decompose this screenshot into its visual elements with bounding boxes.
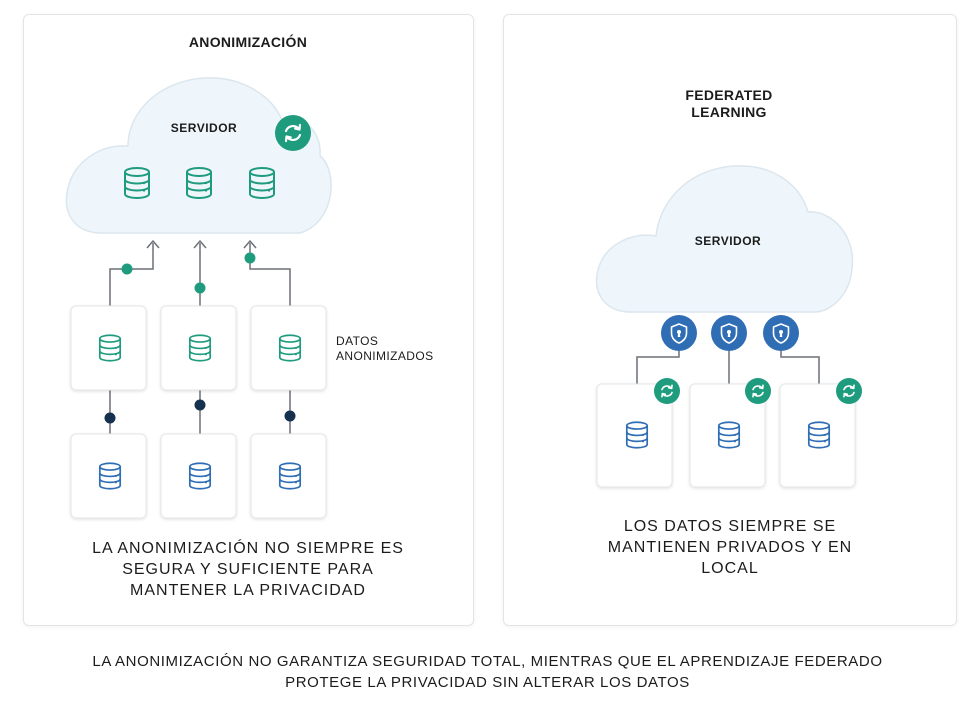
connector-dot — [104, 412, 116, 424]
right-caption-line2: MANTIENEN PRIVADOS Y EN — [607, 539, 853, 556]
right-title-line1: FEDERATED — [685, 87, 773, 103]
anonymize-connectors — [109, 390, 291, 434]
anonymized-data-box — [70, 305, 147, 391]
shield-lock-icon — [763, 315, 799, 351]
local-data-box — [779, 383, 856, 488]
sync-icon — [654, 378, 680, 404]
anonymized-data-box — [250, 305, 327, 391]
left-title: ANONIMIZACIÓN — [188, 34, 308, 50]
right-caption-line1: LOS DATOS SIEMPRE SE — [623, 518, 837, 535]
footer-line2: PROTEGE LA PRIVACIDAD SIN ALTERAR LOS DA… — [285, 674, 690, 691]
right-title-line2: LEARNING — [691, 104, 767, 120]
local-data-box — [596, 383, 673, 488]
anonymized-data-label: DATOS ANONIMIZADOS — [336, 334, 456, 364]
federated-connectors — [636, 351, 820, 384]
sync-icon — [275, 115, 311, 151]
shield-lock-icon — [711, 315, 747, 351]
connector-dot — [194, 282, 206, 294]
anonymized-data-label-line2: ANONIMIZADOS — [336, 349, 434, 363]
raw-data-box — [70, 433, 147, 519]
server-cloud — [595, 165, 854, 313]
right-caption-line3: LOCAL — [701, 560, 759, 577]
right-title: FEDERATED LEARNING — [629, 87, 829, 121]
left-caption: LA ANONIMIZACIÓN NO SIEMPRE ES SEGURA Y … — [40, 538, 456, 601]
upload-connectors — [109, 239, 291, 306]
anonymized-data-label-line1: DATOS — [336, 334, 379, 348]
connector-dot — [121, 263, 133, 275]
left-caption-line3: MANTENER LA PRIVACIDAD — [130, 582, 366, 599]
footer-line1: LA ANONIMIZACIÓN NO GARANTIZA SEGURIDAD … — [92, 653, 883, 670]
left-caption-line1: LA ANONIMIZACIÓN NO SIEMPRE ES — [92, 540, 404, 557]
sync-icon — [745, 378, 771, 404]
right-server-label: SERVIDOR — [694, 234, 762, 248]
left-server-label: SERVIDOR — [170, 121, 238, 135]
connector-dot — [194, 399, 206, 411]
connector-dot — [284, 410, 296, 422]
footer-caption: LA ANONIMIZACIÓN NO GARANTIZA SEGURIDAD … — [0, 651, 975, 693]
sync-icon — [836, 378, 862, 404]
left-caption-line2: SEGURA Y SUFICIENTE PARA — [122, 561, 374, 578]
connector-dot — [244, 252, 256, 264]
anonymized-data-box — [160, 305, 237, 391]
raw-data-box — [160, 433, 237, 519]
right-caption: LOS DATOS SIEMPRE SE MANTIENEN PRIVADOS … — [530, 516, 930, 579]
raw-data-box — [250, 433, 327, 519]
local-data-box — [689, 383, 766, 488]
shield-lock-icon — [661, 315, 697, 351]
server-cloud — [65, 77, 332, 234]
